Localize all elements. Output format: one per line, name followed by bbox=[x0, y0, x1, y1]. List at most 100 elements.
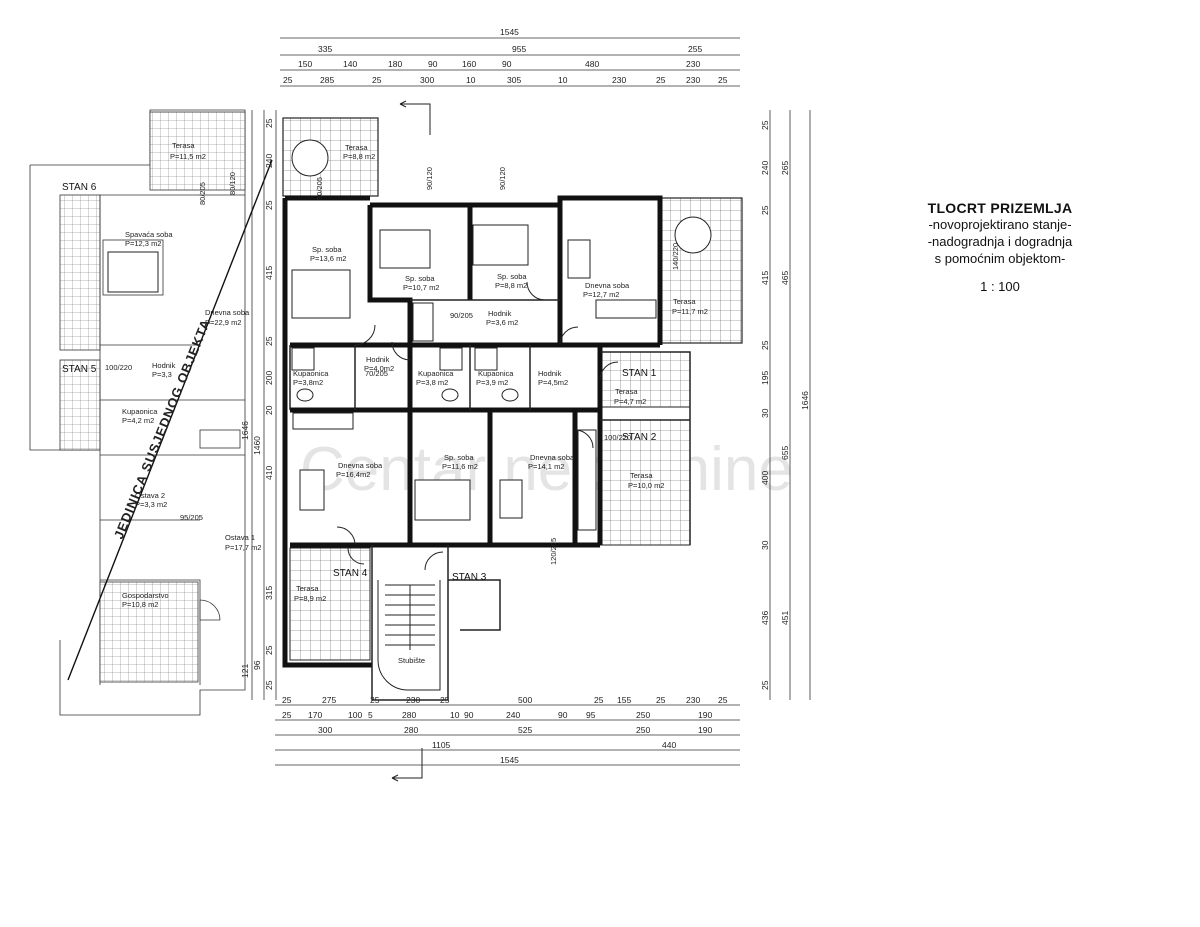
svg-text:P=14,1 m2: P=14,1 m2 bbox=[528, 462, 564, 471]
svg-text:80/120: 80/120 bbox=[228, 172, 237, 195]
shower-icon bbox=[439, 347, 463, 371]
svg-text:P=16,4m2: P=16,4m2 bbox=[336, 470, 370, 479]
svg-text:25: 25 bbox=[282, 695, 292, 705]
svg-text:P=22,9 m2: P=22,9 m2 bbox=[205, 318, 241, 327]
svg-text:440: 440 bbox=[662, 740, 676, 750]
svg-text:Dnevna soba: Dnevna soba bbox=[205, 308, 250, 317]
svg-text:230: 230 bbox=[686, 59, 700, 69]
svg-text:280: 280 bbox=[404, 725, 418, 735]
svg-text:410: 410 bbox=[264, 466, 274, 480]
svg-text:25: 25 bbox=[264, 118, 274, 128]
toilet-icon bbox=[501, 388, 519, 402]
svg-text:90/120: 90/120 bbox=[498, 167, 507, 190]
svg-text:25: 25 bbox=[760, 680, 770, 690]
svg-text:240: 240 bbox=[760, 161, 770, 175]
door-swings bbox=[336, 281, 619, 571]
terrace-stan-1 bbox=[599, 351, 691, 408]
bed-icon bbox=[472, 224, 529, 266]
svg-text:Kupaonica: Kupaonica bbox=[122, 407, 158, 416]
dimension-top bbox=[280, 37, 740, 87]
svg-text:230: 230 bbox=[686, 695, 700, 705]
svg-text:265: 265 bbox=[780, 161, 790, 175]
terrace-stan-2 bbox=[599, 419, 691, 546]
svg-text:20: 20 bbox=[264, 405, 274, 415]
svg-text:Hodnik: Hodnik bbox=[488, 309, 512, 318]
table-icon bbox=[499, 479, 523, 519]
svg-text:155: 155 bbox=[617, 695, 631, 705]
svg-text:10: 10 bbox=[450, 710, 460, 720]
svg-text:140: 140 bbox=[343, 59, 357, 69]
svg-text:451: 451 bbox=[780, 611, 790, 625]
svg-text:25: 25 bbox=[264, 645, 274, 655]
unit-label-stan-4: STAN 4 bbox=[333, 568, 368, 579]
drawing-subtitle-line-1: -novoprojektirano stanje- bbox=[928, 217, 1072, 232]
svg-text:415: 415 bbox=[264, 266, 274, 280]
svg-text:230: 230 bbox=[686, 75, 700, 85]
svg-text:P=17,7 m2: P=17,7 m2 bbox=[225, 543, 261, 552]
svg-text:955: 955 bbox=[512, 44, 526, 54]
svg-text:80/205: 80/205 bbox=[198, 182, 207, 205]
toilet-icon bbox=[296, 388, 314, 402]
svg-text:Sp. soba: Sp. soba bbox=[312, 245, 342, 254]
svg-text:100/220: 100/220 bbox=[105, 363, 132, 372]
svg-text:90: 90 bbox=[558, 710, 568, 720]
svg-text:25: 25 bbox=[264, 200, 274, 210]
svg-text:96: 96 bbox=[252, 660, 262, 670]
kitchen-counter bbox=[292, 412, 354, 430]
svg-text:Dnevna soba: Dnevna soba bbox=[585, 281, 630, 290]
svg-text:P=12,7 m2: P=12,7 m2 bbox=[583, 290, 619, 299]
svg-text:Hodnik: Hodnik bbox=[152, 361, 176, 370]
svg-text:Sp. soba: Sp. soba bbox=[497, 272, 527, 281]
svg-text:90/205: 90/205 bbox=[315, 177, 324, 200]
room-labels: Terasa P=8,8 m2 Sp. soba P=13,6 m2 Sp. s… bbox=[293, 143, 708, 603]
dimension-right bbox=[769, 110, 811, 700]
toilet-icon bbox=[441, 388, 459, 402]
svg-text:P=11,6 m2: P=11,6 m2 bbox=[442, 462, 478, 471]
svg-text:240: 240 bbox=[264, 154, 274, 168]
unit-label-stan-1: STAN 1 bbox=[622, 368, 657, 379]
svg-text:230: 230 bbox=[612, 75, 626, 85]
svg-text:195: 195 bbox=[760, 371, 770, 385]
svg-text:25: 25 bbox=[718, 75, 728, 85]
svg-text:100: 100 bbox=[348, 710, 362, 720]
svg-text:305: 305 bbox=[507, 75, 521, 85]
svg-text:P=4,0m2: P=4,0m2 bbox=[364, 364, 394, 373]
svg-text:1646: 1646 bbox=[800, 391, 810, 410]
svg-text:25: 25 bbox=[283, 75, 293, 85]
svg-text:Terasa: Terasa bbox=[615, 387, 638, 396]
svg-text:Terasa: Terasa bbox=[296, 584, 319, 593]
bed-icon bbox=[107, 251, 159, 293]
svg-text:25: 25 bbox=[656, 75, 666, 85]
svg-text:P=10,8 m2: P=10,8 m2 bbox=[122, 600, 158, 609]
svg-text:1545: 1545 bbox=[500, 755, 519, 765]
terrace-stan-4 bbox=[289, 547, 371, 661]
svg-text:90/120: 90/120 bbox=[425, 167, 434, 190]
svg-text:255: 255 bbox=[688, 44, 702, 54]
svg-text:25: 25 bbox=[372, 75, 382, 85]
svg-text:Ostava 1: Ostava 1 bbox=[225, 533, 255, 542]
watermark: Centar nekretnine bbox=[300, 435, 793, 504]
svg-text:P=10,7 m2: P=10,7 m2 bbox=[403, 283, 439, 292]
drawing-subtitle-line-2: -nadogradnja i dogradnja bbox=[927, 234, 1073, 249]
svg-text:Dnevna soba: Dnevna soba bbox=[338, 461, 383, 470]
svg-text:30: 30 bbox=[760, 408, 770, 418]
neighbor-building bbox=[29, 109, 246, 716]
svg-text:P=3,3 m2: P=3,3 m2 bbox=[135, 500, 167, 509]
svg-text:P=12,3 m2: P=12,3 m2 bbox=[125, 239, 161, 248]
svg-text:480: 480 bbox=[585, 59, 599, 69]
svg-text:70/205: 70/205 bbox=[365, 369, 388, 378]
svg-text:525: 525 bbox=[518, 725, 532, 735]
svg-text:P=10,0 m2: P=10,0 m2 bbox=[628, 481, 664, 490]
svg-text:10: 10 bbox=[558, 75, 568, 85]
svg-text:95/205: 95/205 bbox=[180, 513, 203, 522]
svg-text:1105: 1105 bbox=[432, 740, 451, 750]
svg-text:P=4,5m2: P=4,5m2 bbox=[538, 378, 568, 387]
svg-text:335: 335 bbox=[318, 44, 332, 54]
svg-text:140/220: 140/220 bbox=[671, 243, 680, 270]
svg-text:Kupaonica: Kupaonica bbox=[293, 369, 329, 378]
svg-text:100/220: 100/220 bbox=[604, 433, 631, 442]
svg-text:250: 250 bbox=[636, 710, 650, 720]
shower-icon bbox=[412, 302, 434, 342]
svg-text:5: 5 bbox=[368, 710, 373, 720]
